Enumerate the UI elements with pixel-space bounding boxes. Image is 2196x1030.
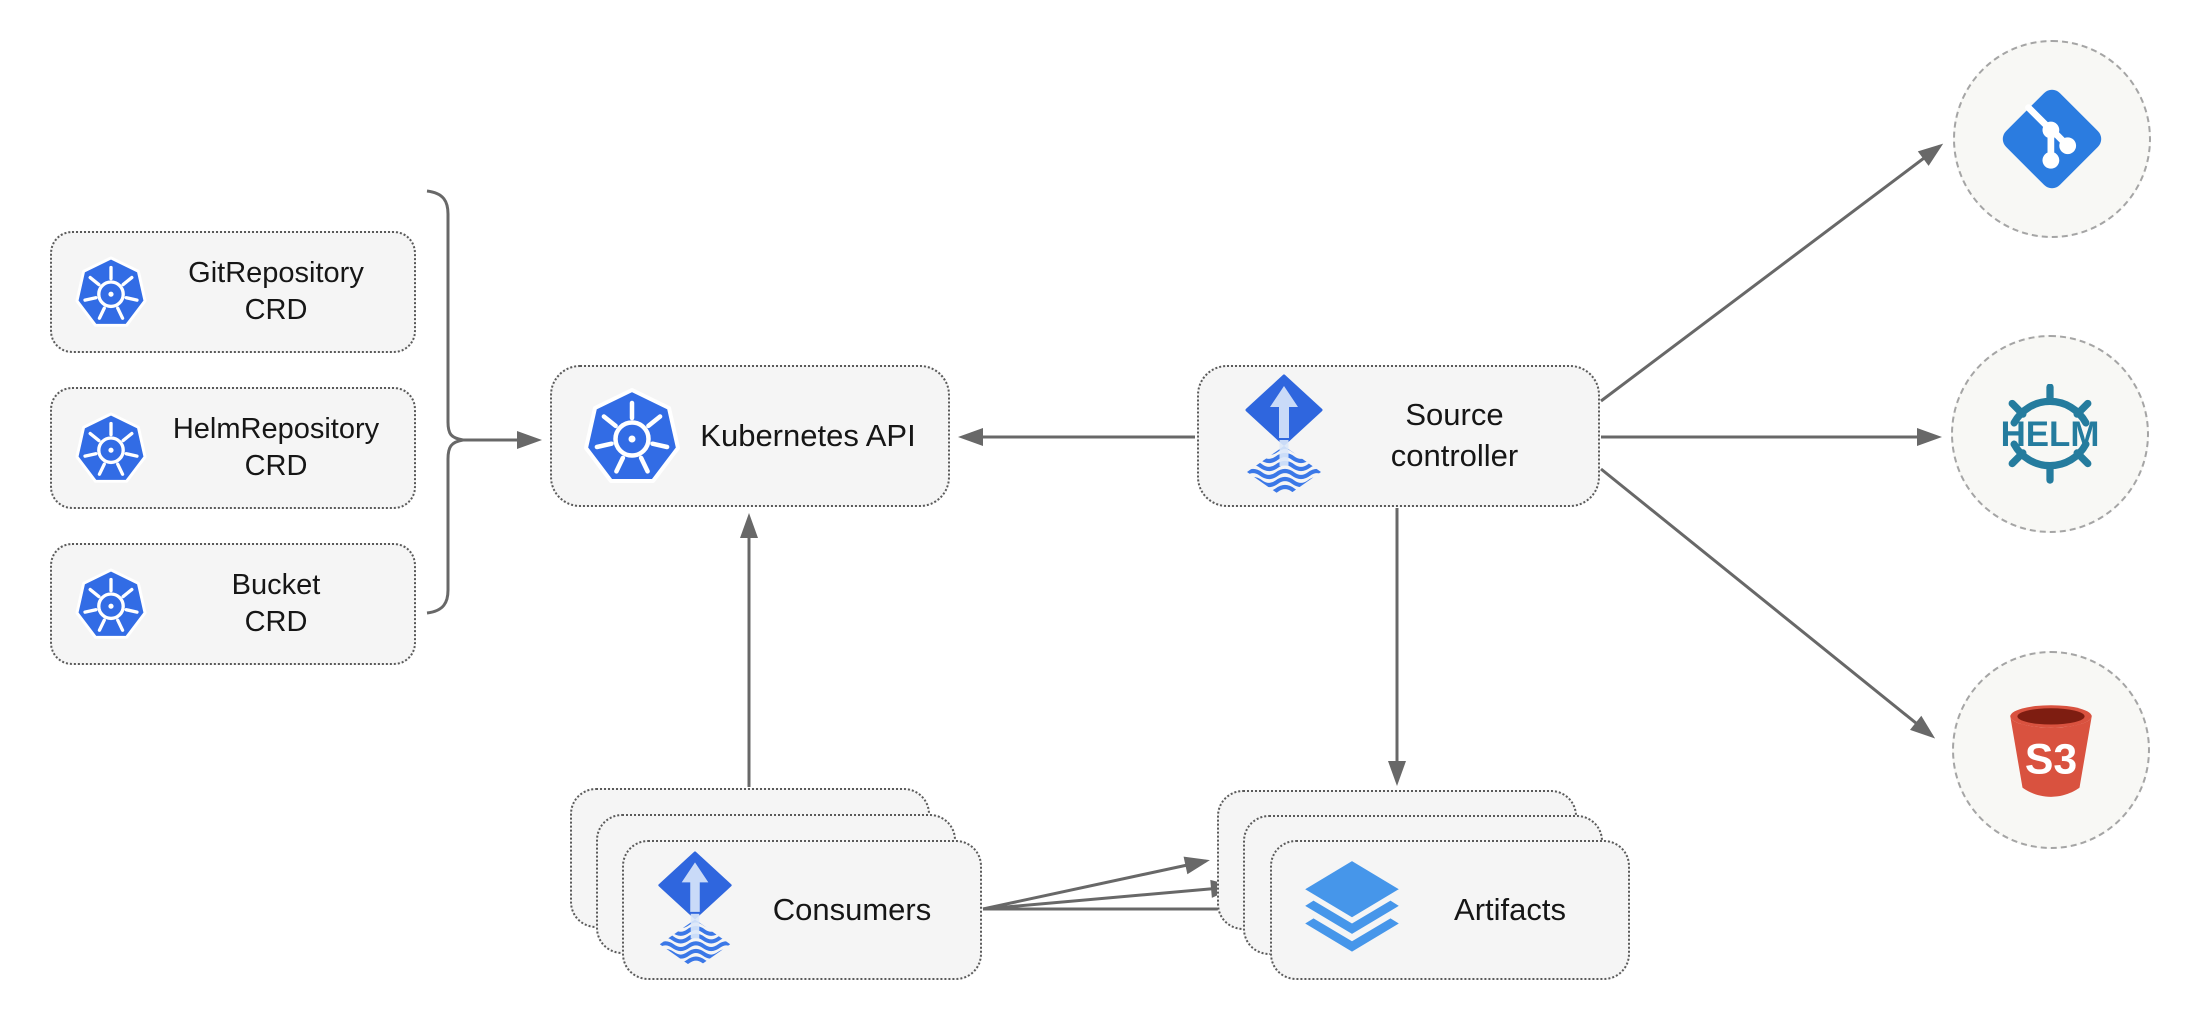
helm-wordmark: HELM xyxy=(2001,415,2100,454)
kubernetes-icon xyxy=(582,386,682,486)
flux-icon xyxy=(1241,374,1327,498)
kubernetes-icon xyxy=(74,255,148,329)
kubernetes-icon xyxy=(74,411,148,485)
flux-icon xyxy=(654,851,736,969)
arrow-source-to-git xyxy=(1600,143,1944,403)
node-git-source xyxy=(1953,40,2151,238)
arrow-source-to-s3 xyxy=(1600,467,1936,739)
s3-wordmark: S3 xyxy=(2025,735,2077,783)
crd-group-brace xyxy=(426,189,464,615)
s3-bucket-icon: S3 xyxy=(1995,694,2107,806)
node-label: Consumers xyxy=(772,892,932,927)
node-s3-source: S3 xyxy=(1952,651,2150,849)
node-helm-source: HELM xyxy=(1951,335,2149,533)
kubernetes-icon xyxy=(74,567,148,641)
node-label: Artifacts xyxy=(1454,892,1566,927)
arrow-consumers-to-artifacts-1 xyxy=(982,856,1210,911)
helm-icon: HELM xyxy=(1987,383,2113,485)
node-consumers: Consumers xyxy=(622,840,982,980)
git-icon xyxy=(1996,83,2108,195)
node-kubernetes-api: Kubernetes API xyxy=(550,365,950,507)
node-label: Kubernetes API xyxy=(700,418,916,453)
arrow-consumers-to-artifacts-2 xyxy=(982,879,1236,911)
layers-icon xyxy=(1300,858,1404,962)
node-artifacts: Artifacts xyxy=(1270,840,1630,980)
